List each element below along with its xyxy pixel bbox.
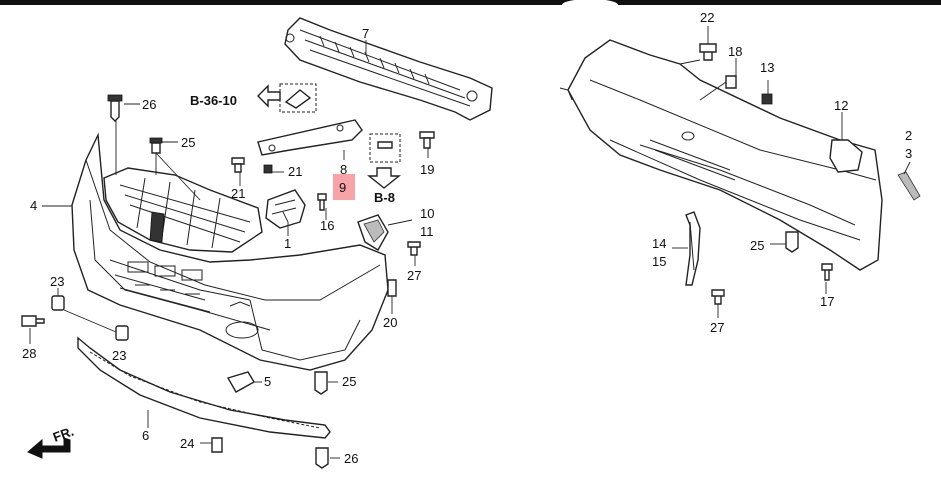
label-19: 19 xyxy=(420,162,434,177)
leader-lines xyxy=(29,26,911,459)
front-bumper-cover-4 xyxy=(71,132,389,371)
label-13: 13 xyxy=(760,60,774,75)
label-5: 5 xyxy=(264,374,271,389)
label-27-rear: 27 xyxy=(710,320,724,335)
rear-strip-14-15 xyxy=(685,211,701,286)
label-25-rear: 25 xyxy=(750,238,764,253)
rear-bracket-12 xyxy=(829,139,863,173)
label-12: 12 xyxy=(834,98,848,113)
bracket-1 xyxy=(265,189,306,229)
ref-b8 xyxy=(367,133,401,189)
label-10: 10 xyxy=(420,206,434,221)
rear-bumper-cover xyxy=(559,39,883,271)
label-2: 2 xyxy=(905,128,912,143)
label-7: 7 xyxy=(362,26,369,41)
label-1: 1 xyxy=(284,236,291,251)
label-25-top: 25 xyxy=(181,135,195,150)
label-26-lower: 26 xyxy=(344,451,358,466)
highlight-9 xyxy=(333,174,355,200)
label-23-a: 23 xyxy=(50,274,64,289)
label-20: 20 xyxy=(383,315,397,330)
label-27-front: 27 xyxy=(407,268,421,283)
label-16: 16 xyxy=(320,218,334,233)
label-9: 9 xyxy=(339,180,346,195)
reflector-2-3 xyxy=(897,171,921,201)
bumper-beam-7 xyxy=(284,17,493,121)
top-notch xyxy=(562,0,618,11)
label-21-b: 21 xyxy=(288,164,302,179)
label-24: 24 xyxy=(180,436,194,451)
clips-23 xyxy=(51,295,129,341)
label-25-lower: 25 xyxy=(342,374,356,389)
label-3: 3 xyxy=(905,146,912,161)
label-8: 8 xyxy=(340,162,347,177)
ref-label-b3610: B-36-10 xyxy=(190,93,237,108)
front-direction-arrow xyxy=(27,437,71,459)
label-17: 17 xyxy=(820,294,834,309)
label-15: 15 xyxy=(652,254,666,269)
label-22: 22 xyxy=(700,10,714,25)
part-labels: 7 26 25 4 1 8 9 16 10 11 27 20 19 21 21 … xyxy=(22,10,912,466)
label-6: 6 xyxy=(142,428,149,443)
label-11: 11 xyxy=(420,224,434,239)
label-18: 18 xyxy=(728,44,742,59)
bracket-8 xyxy=(257,119,363,156)
label-4: 4 xyxy=(30,198,37,213)
fasteners-front xyxy=(21,94,435,469)
label-26-top: 26 xyxy=(142,97,156,112)
cap-5 xyxy=(226,371,255,393)
label-28: 28 xyxy=(22,346,36,361)
bracket-10-11 xyxy=(357,214,389,251)
ref-label-b8: B-8 xyxy=(374,190,395,205)
label-23-b: 23 xyxy=(112,348,126,363)
label-21-a: 21 xyxy=(231,186,245,201)
fasteners-rear xyxy=(699,43,833,305)
top-border xyxy=(0,0,941,5)
label-14: 14 xyxy=(652,236,666,251)
lower-moulding-6 xyxy=(77,336,331,439)
ref-b3610 xyxy=(257,83,317,113)
direction-label: FR. xyxy=(51,424,76,445)
upper-grille xyxy=(103,167,263,253)
